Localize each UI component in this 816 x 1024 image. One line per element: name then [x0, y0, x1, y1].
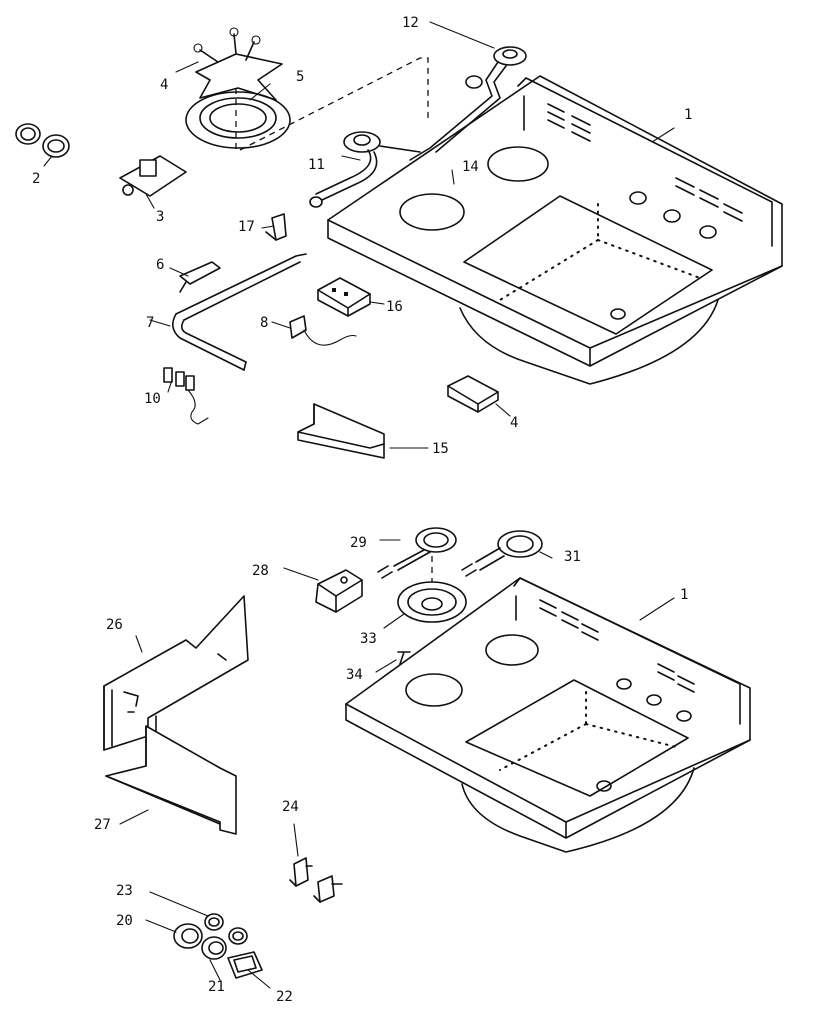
callout-label: 4 [160, 77, 169, 93]
clips-24 [289, 857, 343, 903]
heating-elements [377, 527, 543, 579]
callout-label: 11 [308, 157, 325, 173]
bottom-cooktop-pan [345, 577, 751, 853]
callout-label: 1 [680, 587, 689, 603]
callout-label: 1 [684, 107, 693, 123]
terminal-block-16 [317, 277, 371, 317]
clip-17 [265, 213, 287, 241]
callout-label: 16 [386, 299, 403, 315]
callout-label: 7 [146, 315, 155, 331]
callout-label: 6 [156, 257, 165, 273]
callout-label: 3 [156, 209, 165, 225]
top-cooktop-pan [327, 75, 783, 385]
screw-34 [397, 651, 411, 665]
bracket-27 [105, 725, 237, 835]
valve-part [119, 155, 187, 197]
callout-label: 2 [32, 171, 41, 187]
callout-label: 4 [510, 415, 519, 431]
burner-tubes [309, 46, 527, 208]
callout-label: 28 [252, 563, 269, 579]
callout-label: 8 [260, 315, 269, 331]
callout-label: 15 [432, 441, 449, 457]
knobs-bottom [173, 913, 263, 979]
bracket-15 [297, 403, 385, 459]
igniter-and-manifold [172, 253, 307, 371]
callout-label: 10 [144, 391, 161, 407]
callout-label: 12 [402, 15, 419, 31]
callout-label: 26 [106, 617, 123, 633]
wire-harness-10 [163, 367, 209, 425]
callout-label: 24 [282, 799, 299, 815]
callout-label: 27 [94, 817, 111, 833]
callout-label: 23 [116, 883, 133, 899]
back-panel-26 [103, 595, 249, 751]
leader-lines [43, 21, 675, 989]
switch-8 [289, 315, 357, 346]
burner-ring [185, 88, 291, 150]
callout-label: 21 [208, 979, 225, 995]
callout-label: 34 [346, 667, 363, 683]
callout-label: 29 [350, 535, 367, 551]
burner-grate [193, 27, 283, 101]
callout-label: 5 [296, 69, 305, 85]
callout-label: 17 [238, 219, 255, 235]
callout-label: 22 [276, 989, 293, 1005]
callout-label: 20 [116, 913, 133, 929]
receptacle-28 [315, 569, 363, 613]
callout-label: 14 [462, 159, 479, 175]
control-box-14 [447, 375, 499, 413]
callout-label: 31 [564, 549, 581, 565]
callout-label: 33 [360, 631, 377, 647]
drip-pan-33 [397, 556, 467, 623]
knobs-top [15, 123, 70, 158]
